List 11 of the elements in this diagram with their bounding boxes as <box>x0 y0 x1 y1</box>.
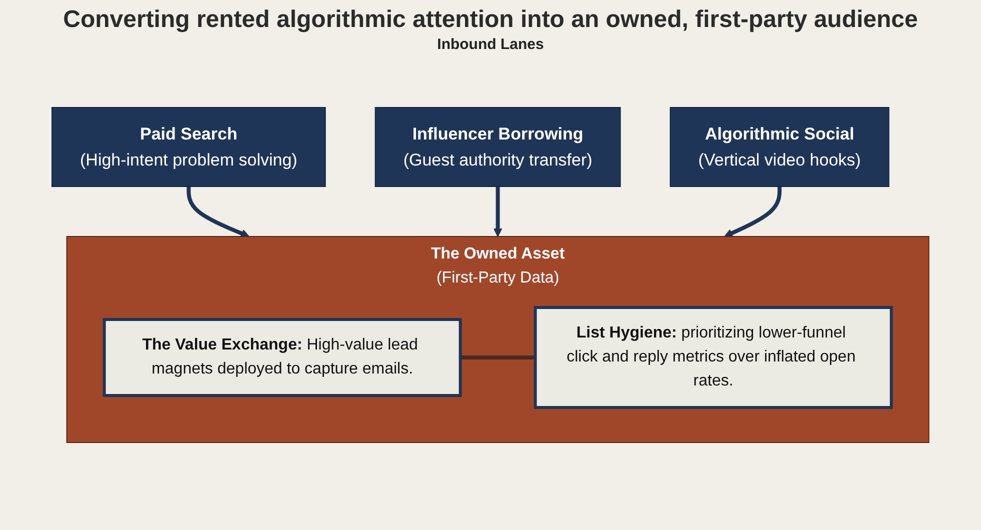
connector <box>460 356 536 360</box>
arrow <box>186 186 250 238</box>
node-box: Paid Search (High-intent problem solving) <box>52 107 326 187</box>
diagram-title: Converting rented algorithmic attention into an owned, first-party audience <box>62 6 919 34</box>
node-box: List Hygiene: prioritizing lower-funnel click and reply metrics over inflated open rates. <box>534 306 893 409</box>
node-box: The Value Exchange: High-value lead magnets deployed to capture emails. <box>102 318 462 397</box>
node-box: Algorithmic Social (Vertical video hooks) <box>670 107 890 187</box>
arrow <box>494 186 502 237</box>
section-label: Inbound Lanes <box>436 36 545 53</box>
node-box: Influencer Borrowing (Guest authority transfer) <box>374 107 621 187</box>
arrow <box>724 186 782 238</box>
